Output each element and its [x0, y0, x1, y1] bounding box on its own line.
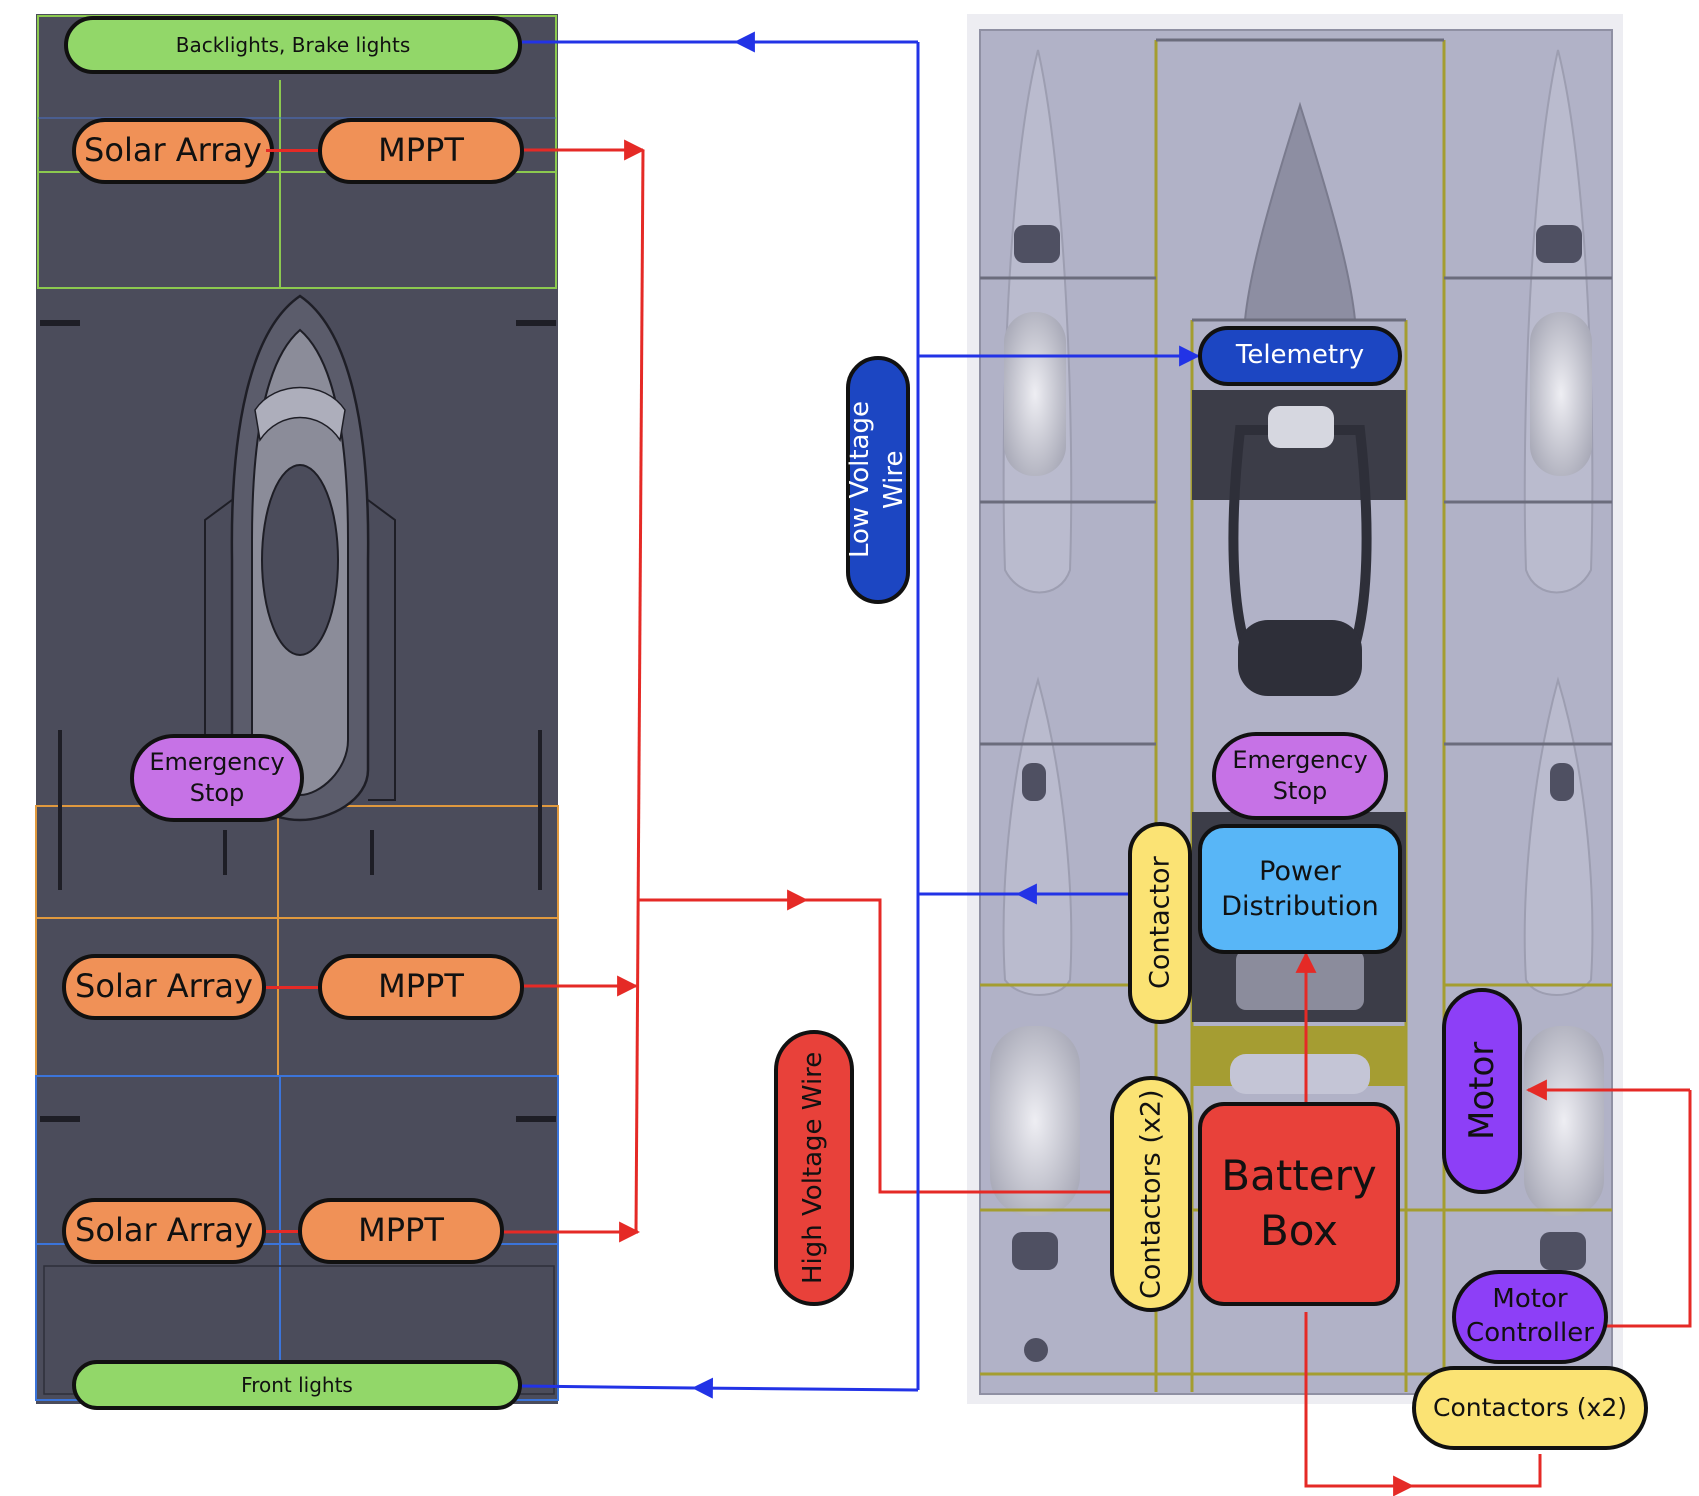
contactors-left-label: Contactors (x2) — [1110, 1076, 1192, 1312]
hv-wire-contactors-return — [1412, 1454, 1542, 1488]
lv-wire-front-lights-end — [521, 1384, 695, 1390]
high-voltage-wire-legend: High Voltage Wire — [774, 1030, 854, 1306]
solar-array-1-label: Solar Array — [72, 118, 274, 184]
front-lights-label: Front lights — [72, 1360, 522, 1410]
mppt-2-label: MPPT — [318, 954, 524, 1020]
hv-bus-vertical — [634, 149, 645, 1233]
motor-label: Motor — [1442, 988, 1522, 1194]
hv-wire-controller-out — [1606, 1090, 1692, 1328]
motor-controller-label: Motor Controller — [1452, 1270, 1608, 1364]
solar-array-2-label: Solar Array — [62, 954, 266, 1020]
contactor-label: Contactor — [1128, 822, 1192, 1024]
backlights-brake-lights-label: Backlights, Brake lights — [64, 16, 522, 74]
solar-to-mppt-3-wire — [266, 1230, 298, 1233]
telemetry-label: Telemetry — [1198, 326, 1402, 386]
solar-to-mppt-2-wire — [266, 986, 318, 989]
emergency-stop-chassis-label: Emergency Stop — [1212, 732, 1388, 820]
mppt-3-label: MPPT — [298, 1198, 504, 1264]
lv-wire-to-front-lights — [691, 1377, 919, 1399]
battery-box-label: Battery Box — [1198, 1102, 1400, 1306]
low-voltage-wire-legend: Low Voltage Wire — [845, 356, 910, 604]
low-voltage-wires — [521, 31, 1201, 1399]
hv-wire-to-contactors — [806, 898, 1116, 1194]
solar-to-mppt-1-wire — [266, 149, 318, 152]
hv-wire-battery-to-contactors — [1304, 1312, 1415, 1496]
solar-array-3-label: Solar Array — [62, 1198, 266, 1264]
high-voltage-wires — [504, 139, 1692, 1496]
top-view-car — [35, 14, 559, 1404]
emergency-stop-top-view-label: Emergency Stop — [130, 734, 304, 822]
mppt-1-label: MPPT — [318, 118, 524, 184]
contactors-bottom-label: Contactors (x2) — [1412, 1366, 1648, 1450]
power-distribution-label: Power Distribution — [1198, 824, 1402, 954]
